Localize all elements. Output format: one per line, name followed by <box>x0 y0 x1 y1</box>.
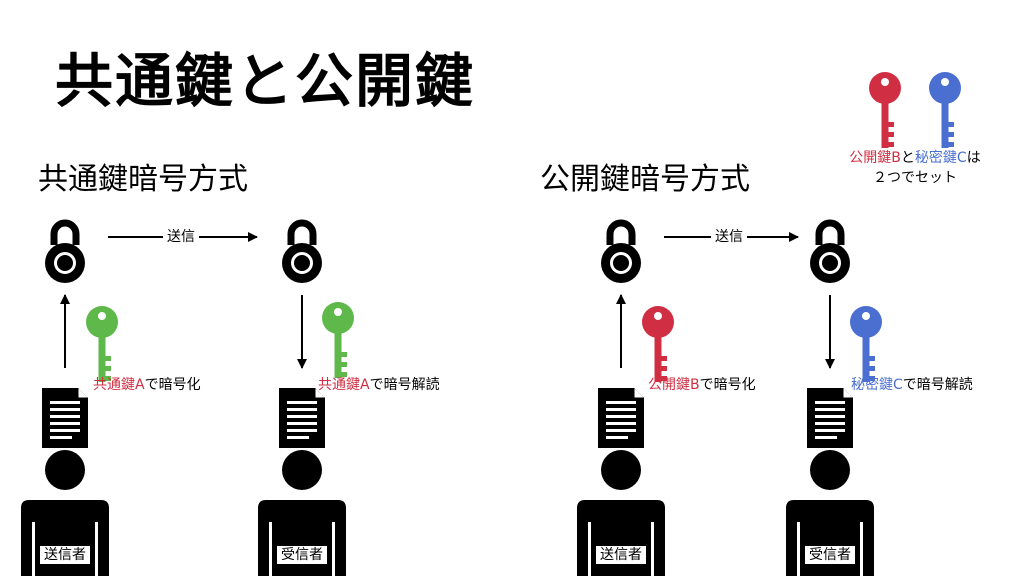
common-receiver-lock-icon <box>282 223 322 283</box>
public-receiver-document-icon <box>806 387 854 449</box>
public-sender-label: 送信者 <box>596 546 646 564</box>
common-encrypt-key-name: 共通鍵A <box>93 377 145 393</box>
public-encrypt-key-name: 公開鍵B <box>648 377 700 393</box>
public-receiver-lock-icon <box>810 223 850 283</box>
public-send-label: 送信 <box>711 230 747 244</box>
legend-key-c: 秘密鍵C <box>914 150 967 166</box>
legend-red-key-icon <box>869 72 901 148</box>
legend-line-2: ２つでセット <box>873 170 957 186</box>
public-decrypt-label: 秘密鍵Cで暗号解読 <box>851 378 973 392</box>
common-encrypt-key-icon <box>86 306 118 382</box>
common-encrypt-label: 共通鍵Aで暗号化 <box>93 378 201 392</box>
common-send-label: 送信 <box>163 230 199 244</box>
legend-wa: は <box>966 150 981 166</box>
common-decrypt-key-icon <box>322 302 354 378</box>
public-encrypt-label: 公開鍵Bで暗号化 <box>648 378 756 392</box>
public-receiver-label: 受信者 <box>805 546 855 564</box>
public-sender-document-icon <box>597 387 645 449</box>
public-encrypt-key-icon <box>642 306 674 382</box>
common-decrypt-label: 共通鍵Aで暗号解読 <box>318 378 440 392</box>
public-sender-lock-icon <box>601 223 641 283</box>
legend-line-1: 公開鍵Bと秘密鍵Cは <box>830 148 1000 168</box>
common-sender-lock-icon <box>45 223 85 283</box>
common-sender-label: 送信者 <box>40 546 90 564</box>
public-decrypt-key-icon <box>850 306 882 382</box>
public-decrypt-key-name: 秘密鍵C <box>851 377 903 393</box>
legend-to: と <box>900 150 915 166</box>
common-decrypt-key-name: 共通鍵A <box>318 377 370 393</box>
common-receiver-label: 受信者 <box>277 546 327 564</box>
page-title: 共通鍵と公開鍵 <box>55 47 476 115</box>
common-heading: 共通鍵暗号方式 <box>38 162 248 197</box>
public-heading: 公開鍵暗号方式 <box>540 162 750 197</box>
legend-blue-key-icon <box>929 72 961 148</box>
legend-key-b: 公開鍵B <box>849 150 901 166</box>
public-encrypt-suffix: で暗号化 <box>699 377 756 393</box>
public-decrypt-suffix: で暗号解読 <box>902 377 973 393</box>
common-encrypt-suffix: で暗号化 <box>144 377 201 393</box>
legend: 公開鍵Bと秘密鍵Cは ２つでセット <box>830 148 1000 188</box>
common-sender-document-icon <box>41 387 89 449</box>
common-receiver-document-icon <box>278 387 326 449</box>
common-decrypt-suffix: で暗号解読 <box>369 377 440 393</box>
